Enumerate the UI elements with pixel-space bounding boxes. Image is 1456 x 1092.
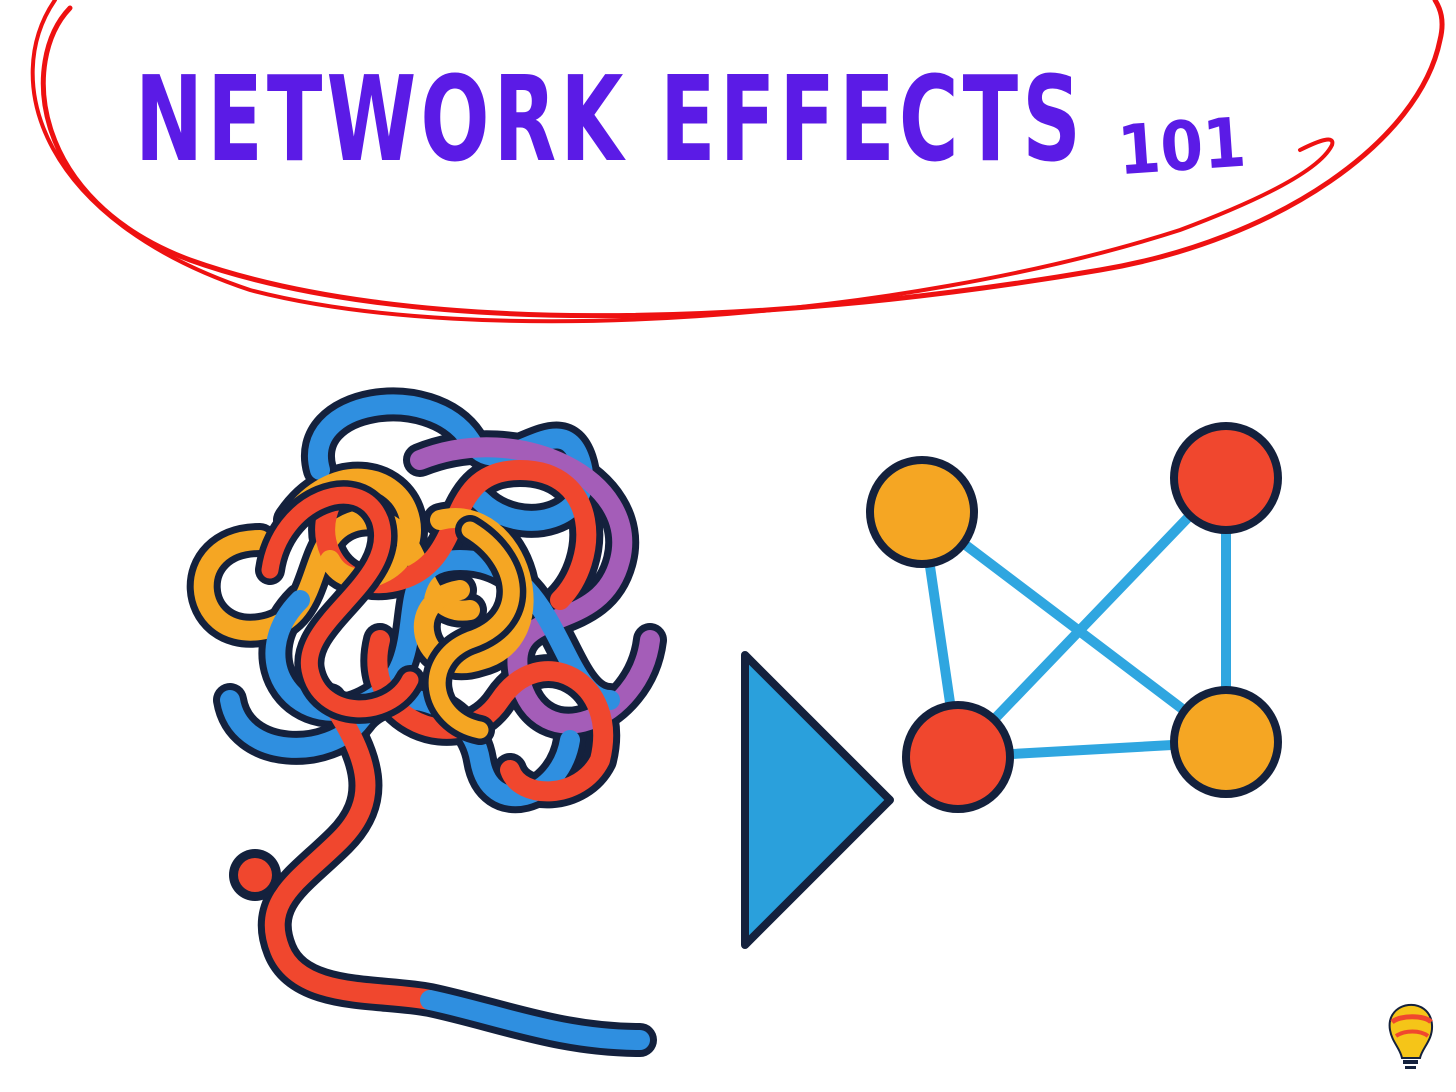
title-suffix: 101: [1115, 103, 1248, 191]
title-ellipse: [30, 0, 1445, 324]
page-title: NETWORK EFFECTS: [135, 50, 1085, 188]
network-graph-icon: [866, 422, 1282, 813]
graph-node-top-left: [866, 456, 978, 568]
graph-edge-top-left-bottom-right: [917, 507, 1231, 747]
graph-edge-top-right-bottom-left: [953, 473, 1231, 762]
tangled-yarn-icon: [186, 387, 667, 1057]
graph-node-bottom-right: [1170, 686, 1282, 798]
lightbulb-logo-icon: [1388, 1003, 1434, 1069]
graph-node-bottom-left: [902, 701, 1014, 813]
graph-node-top-right: [1170, 422, 1282, 534]
play-triangle-icon: [741, 651, 894, 949]
